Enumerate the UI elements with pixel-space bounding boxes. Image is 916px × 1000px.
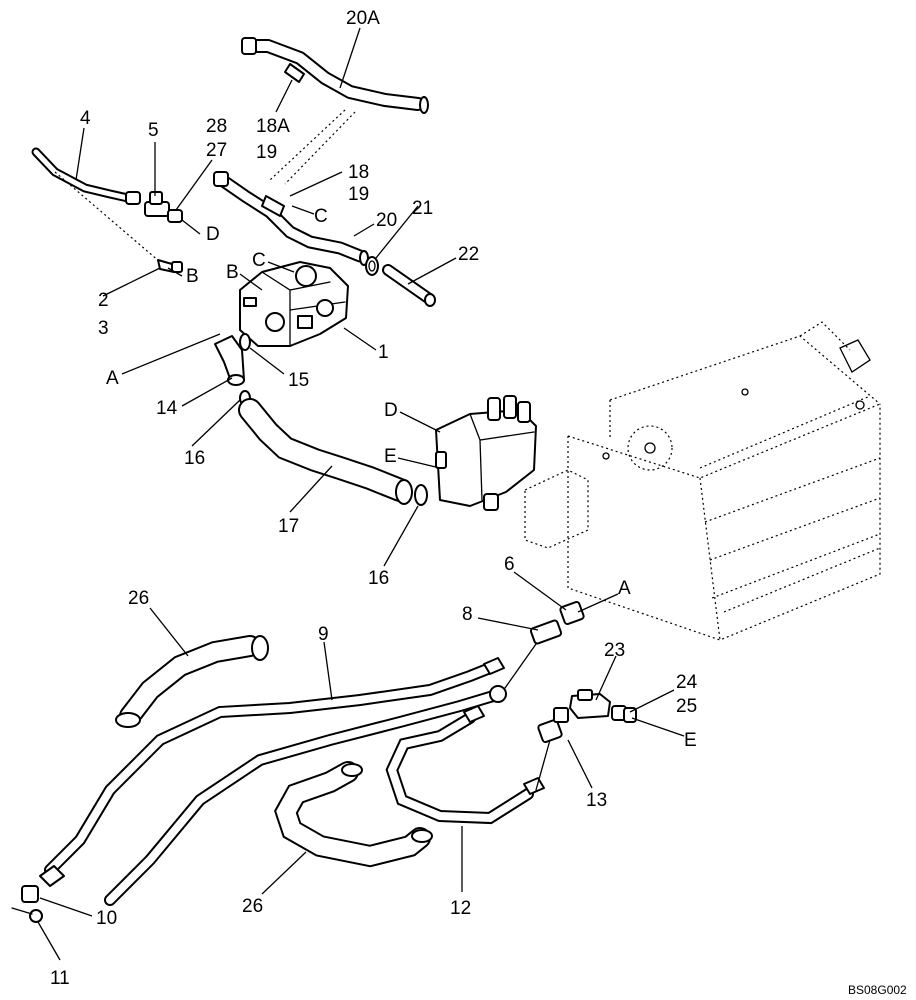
callout-2: 2 — [98, 290, 109, 311]
adapter-6 — [559, 600, 585, 626]
hydraulic-tank-frame — [524, 321, 881, 641]
callout-28: 28 — [206, 116, 227, 137]
pump-1 — [239, 261, 349, 347]
elbow-fitting-13 — [537, 707, 569, 744]
callout-19-upper: 19 — [256, 142, 277, 163]
callout-26-upper: 26 — [128, 588, 149, 609]
adapter-24-25 — [611, 705, 637, 723]
tube-22 — [382, 264, 436, 307]
clamp-16-lower — [414, 484, 428, 506]
guide-line-1 — [269, 109, 346, 181]
connector-9-8 — [504, 643, 537, 689]
callout-3: 3 — [98, 318, 109, 339]
hose-4 — [31, 147, 161, 263]
hose-26-left — [115, 635, 269, 728]
callout-b-upper: B — [186, 266, 199, 287]
connector-12-13 — [535, 739, 551, 791]
callout-d-upper: D — [206, 224, 220, 245]
callout-9: 9 — [318, 624, 329, 645]
callout-labels: 20A 18A 19 28 27 5 4 18 19 C D 20 21 22 … — [50, 8, 698, 989]
callout-18a: 18A — [256, 116, 290, 137]
hose-9 — [39, 657, 507, 906]
callout-e-valve: E — [384, 446, 397, 467]
callout-b-pump: B — [226, 262, 239, 283]
control-valve — [435, 395, 537, 511]
callout-20: 20 — [376, 210, 397, 231]
callout-20a: 20A — [346, 8, 380, 29]
callout-16-lower: 16 — [368, 568, 389, 589]
tee-fitting-23 — [569, 689, 611, 719]
o-ring-15 — [239, 333, 251, 351]
callout-c-pump: C — [252, 250, 266, 271]
callout-22: 22 — [458, 244, 479, 265]
hose-17 — [238, 398, 413, 505]
callout-8: 8 — [462, 604, 473, 625]
callout-1: 1 — [378, 342, 389, 363]
callout-25: 25 — [676, 696, 697, 717]
fitting-10 — [21, 885, 39, 903]
fitting-2-3 — [157, 259, 183, 273]
callout-12: 12 — [450, 898, 471, 919]
adapter-8 — [529, 619, 563, 645]
tee-fitting-5 — [144, 191, 183, 223]
callout-19-lower: 19 — [348, 184, 369, 205]
hose-12 — [385, 705, 545, 825]
cap-11 — [11, 907, 43, 923]
callout-14: 14 — [156, 398, 178, 419]
hose-26-bottom — [274, 761, 433, 868]
hose-20 — [213, 171, 369, 266]
callout-a-left: A — [106, 368, 119, 389]
callout-10: 10 — [96, 908, 117, 929]
callout-13: 13 — [586, 790, 607, 811]
callout-c-upper: C — [314, 206, 328, 227]
clamp-21 — [365, 256, 379, 276]
callout-d-valve: D — [384, 400, 398, 421]
callout-16-upper: 16 — [184, 448, 205, 469]
figure-code: BS08G002 — [848, 983, 907, 997]
guide-line-2 — [284, 111, 356, 185]
callout-4: 4 — [80, 108, 91, 129]
callout-e-lower: E — [684, 730, 697, 751]
callout-11: 11 — [50, 968, 70, 989]
callout-6: 6 — [504, 554, 515, 575]
callout-23: 23 — [604, 640, 625, 661]
callout-24: 24 — [676, 672, 698, 693]
callout-27: 27 — [206, 140, 227, 161]
callout-17: 17 — [278, 516, 299, 537]
callout-21: 21 — [412, 198, 433, 219]
hose-20a — [241, 37, 429, 114]
callout-a-right: A — [618, 578, 631, 599]
callout-26-lower: 26 — [242, 896, 263, 917]
callout-5: 5 — [148, 120, 159, 141]
callout-15: 15 — [288, 370, 309, 391]
callout-18: 18 — [348, 162, 369, 183]
elbow-fitting-14 — [214, 335, 245, 386]
leader-lines — [37, 27, 685, 961]
